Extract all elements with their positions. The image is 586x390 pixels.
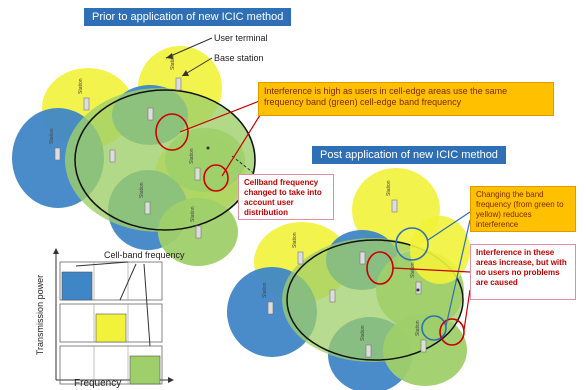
base-stations-before <box>54 77 202 239</box>
user-dot <box>206 146 210 150</box>
callout-changing-band: Changing the band frequency (from green … <box>470 186 576 232</box>
cell-edge-outline <box>74 89 256 231</box>
network-after: Station Station Station Station Station … <box>227 168 471 390</box>
network-before: Station Station Station Station Station … <box>12 37 276 266</box>
base-station <box>147 107 154 121</box>
spectrum-row-frame <box>59 261 163 301</box>
user-terminal-label: User terminal <box>214 33 268 43</box>
cell-tag: Station <box>190 206 196 222</box>
base-station-label: Base station <box>214 53 264 63</box>
cell-band-pointer <box>119 263 137 301</box>
base-station <box>391 199 398 213</box>
base-station <box>415 281 422 295</box>
base-station <box>195 225 202 239</box>
pointer-line <box>427 211 471 241</box>
base-station <box>420 339 427 353</box>
frequency-label: Frequency <box>74 378 122 389</box>
interference-circle <box>155 113 189 151</box>
base-station <box>329 289 336 303</box>
base-station <box>175 77 182 91</box>
title-after: Post application of new ICIC method <box>312 146 506 164</box>
base-station <box>365 344 372 358</box>
cell-tag: Station <box>78 78 84 94</box>
user-terminal-pointer <box>165 37 213 59</box>
callout-interference-high: Interference is high as users in cell-ed… <box>258 82 554 116</box>
title-before: Prior to application of new ICIC method <box>84 8 292 26</box>
cell-band-pointer <box>75 261 129 267</box>
cell-tag: Station <box>410 262 416 278</box>
cell-tag: Station <box>415 320 421 336</box>
base-stations-after <box>267 199 427 358</box>
power-axis-arrow <box>53 248 59 254</box>
cell-tag: Station <box>49 128 55 144</box>
base-station <box>194 167 201 181</box>
cell-tag: Station <box>170 54 176 70</box>
interference-circle <box>203 164 229 192</box>
cell-green-center <box>65 88 255 232</box>
pointer-line <box>463 289 471 331</box>
interference-circle <box>439 318 465 346</box>
spectrum-band-bar <box>129 355 161 385</box>
base-station <box>144 201 151 215</box>
pointer-line <box>392 267 471 273</box>
cell-tag: Station <box>386 180 392 196</box>
cell-band-frequency-label: Cell-band frequency <box>104 250 185 260</box>
cell-tag: Station <box>360 325 366 341</box>
cell-band-pointer <box>143 263 151 347</box>
spectrum-rows <box>59 261 163 385</box>
reduced-interference-circle <box>395 227 429 261</box>
pointer-line <box>221 111 263 177</box>
base-station <box>83 97 90 111</box>
base-station <box>359 251 366 265</box>
cell-edge-outline <box>286 239 464 361</box>
pointer-line <box>179 99 263 133</box>
base-station <box>54 147 61 161</box>
spectrum-band-bar <box>95 313 127 343</box>
spectrum-band-bar <box>61 271 93 301</box>
arrow-head <box>166 53 173 59</box>
frequency-axis-arrow <box>168 377 174 383</box>
transmission-power-label: Transmission power <box>35 274 45 356</box>
base-station <box>267 301 274 315</box>
pointer-line <box>445 219 471 327</box>
base-station <box>297 251 304 265</box>
cell-tag: Station <box>139 182 145 198</box>
callout-interference-increase: Interference in these areas increase, bu… <box>470 244 576 300</box>
callout-cellband-changed: Cellband frequency changed to take into … <box>238 174 334 220</box>
cell-tag: Station <box>189 148 195 164</box>
spectrum-row-frame <box>59 345 163 385</box>
cell-tag: Station <box>292 232 298 248</box>
base-station <box>109 149 116 163</box>
arrow-head <box>182 70 189 76</box>
cell-yellow-right <box>410 216 470 284</box>
cell-green-right <box>165 128 245 192</box>
reduced-interference-circle <box>421 315 447 341</box>
user-dot <box>416 288 420 292</box>
spectrum-panel <box>53 248 174 385</box>
cell-tag: Station <box>262 282 268 298</box>
